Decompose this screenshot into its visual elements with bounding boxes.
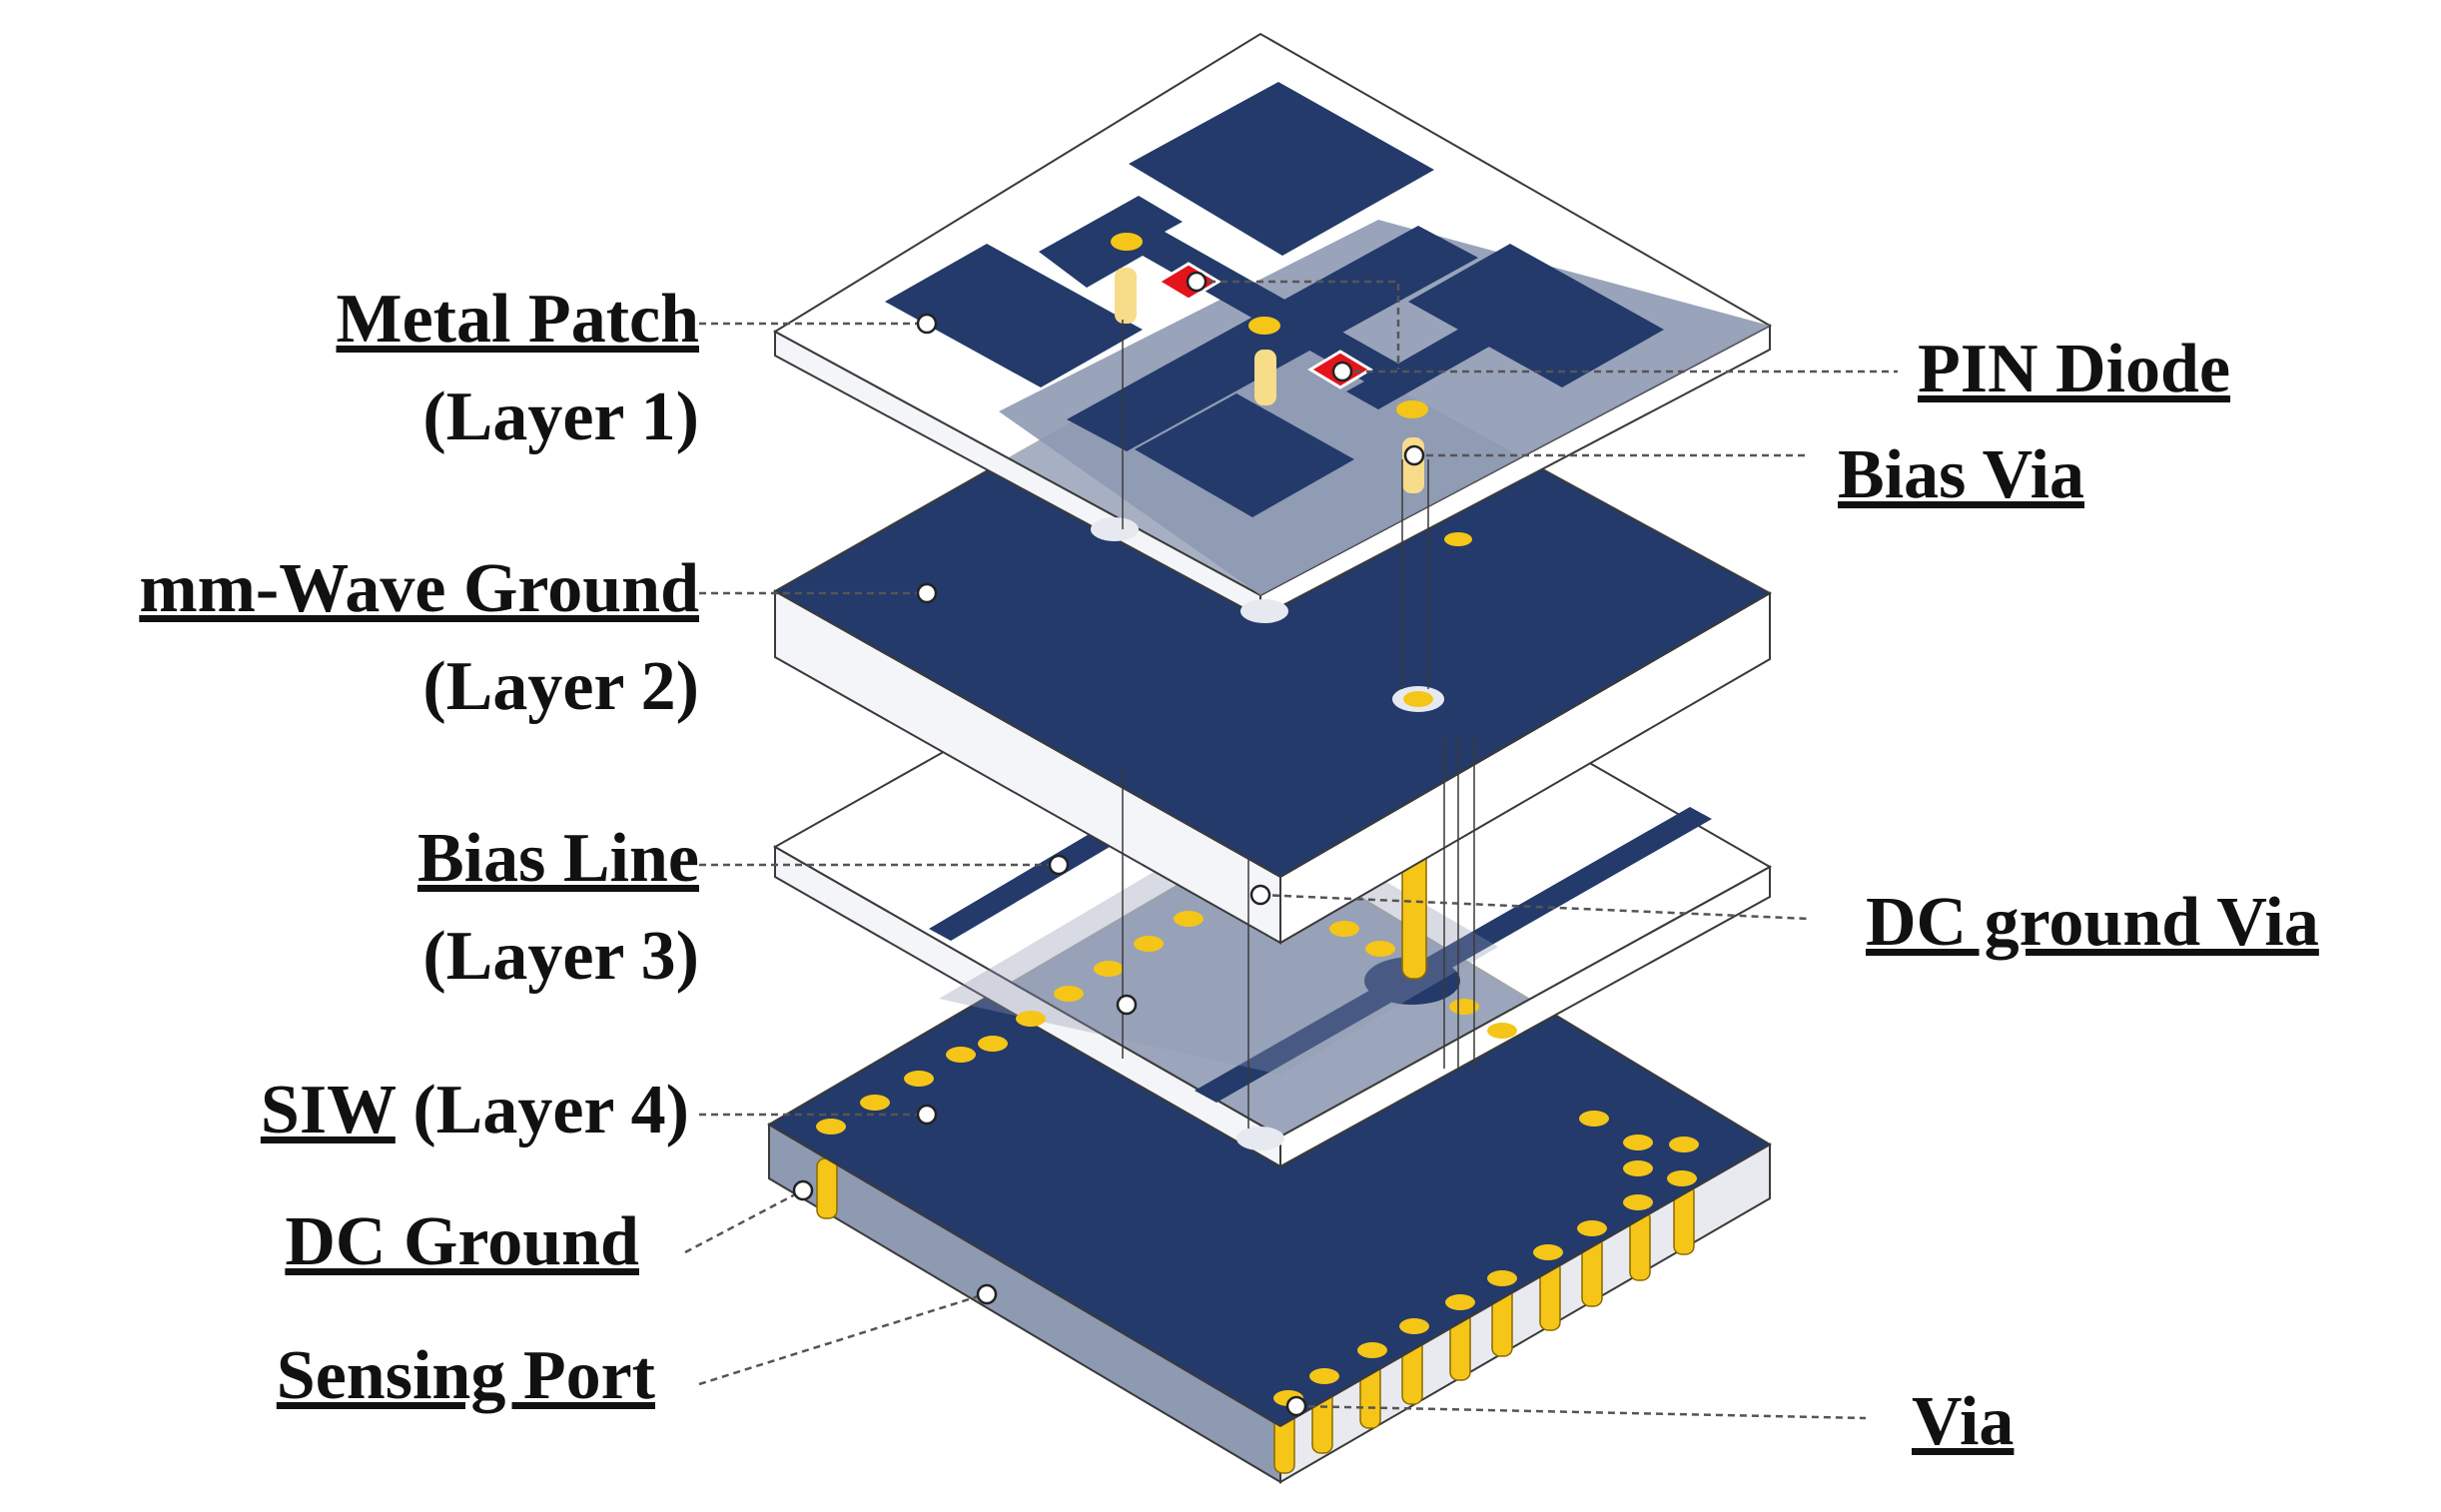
marker-pin-diode-2 [1331, 361, 1353, 382]
label-siw-line: SIW (Layer 4) [261, 1072, 689, 1148]
cross-feed-diag [1039, 196, 1498, 409]
bias-line-strip-right [1195, 807, 1712, 1103]
marker-mmwave-ground [916, 582, 938, 604]
patch-bottom [1135, 393, 1354, 517]
label-pin-diode: PIN Diode [1918, 331, 2230, 407]
marker-sensing-port [976, 1283, 998, 1305]
marker-bias-via [1403, 444, 1425, 466]
label-siw: SIW [261, 1072, 396, 1148]
marker-via [1285, 1395, 1307, 1417]
label-bias-line: Bias Line [417, 820, 699, 897]
label-via: Via [1912, 1383, 2014, 1460]
label-metal-patch: Metal Patch [337, 281, 699, 358]
leader-markers [792, 271, 1425, 1417]
marker-layer3-inner [1116, 994, 1138, 1016]
patch-right [1408, 244, 1664, 387]
marker-metal-patch [916, 313, 938, 335]
layer1-metal-patch [773, 32, 1773, 1129]
siw-via-tops [816, 1047, 1699, 1406]
label-sensing-port: Sensing Port [277, 1337, 655, 1414]
label-layer3: (Layer 3) [422, 918, 699, 995]
label-dc-ground-via: DC ground Via [1866, 884, 2319, 961]
marker-dc-ground-via [1249, 884, 1271, 906]
label-mmwave-ground: mm-Wave Ground [139, 550, 699, 627]
patch-left [885, 244, 1143, 387]
label-dc-ground: DC Ground [285, 1203, 639, 1280]
marker-dc-ground [792, 1179, 814, 1201]
label-bias-via: Bias Via [1838, 436, 2084, 513]
label-layer4: (Layer 4) [396, 1072, 689, 1148]
cross-feed-other [1067, 226, 1478, 451]
left-labels: Metal Patch (Layer 1) mm-Wave Ground (La… [139, 281, 699, 1414]
marker-siw [916, 1104, 938, 1126]
leader-lines [684, 280, 1898, 1420]
label-layer1: (Layer 1) [422, 378, 699, 455]
marker-pin-diode-1 [1186, 271, 1208, 293]
right-labels: PIN Diode Bias Via DC ground Via Via [1838, 331, 2319, 1460]
patch-top [1129, 82, 1434, 256]
marker-bias-line [1048, 854, 1070, 876]
label-layer2: (Layer 2) [422, 648, 699, 725]
via [816, 1157, 838, 1219]
bias-pad-right [1364, 957, 1460, 1005]
